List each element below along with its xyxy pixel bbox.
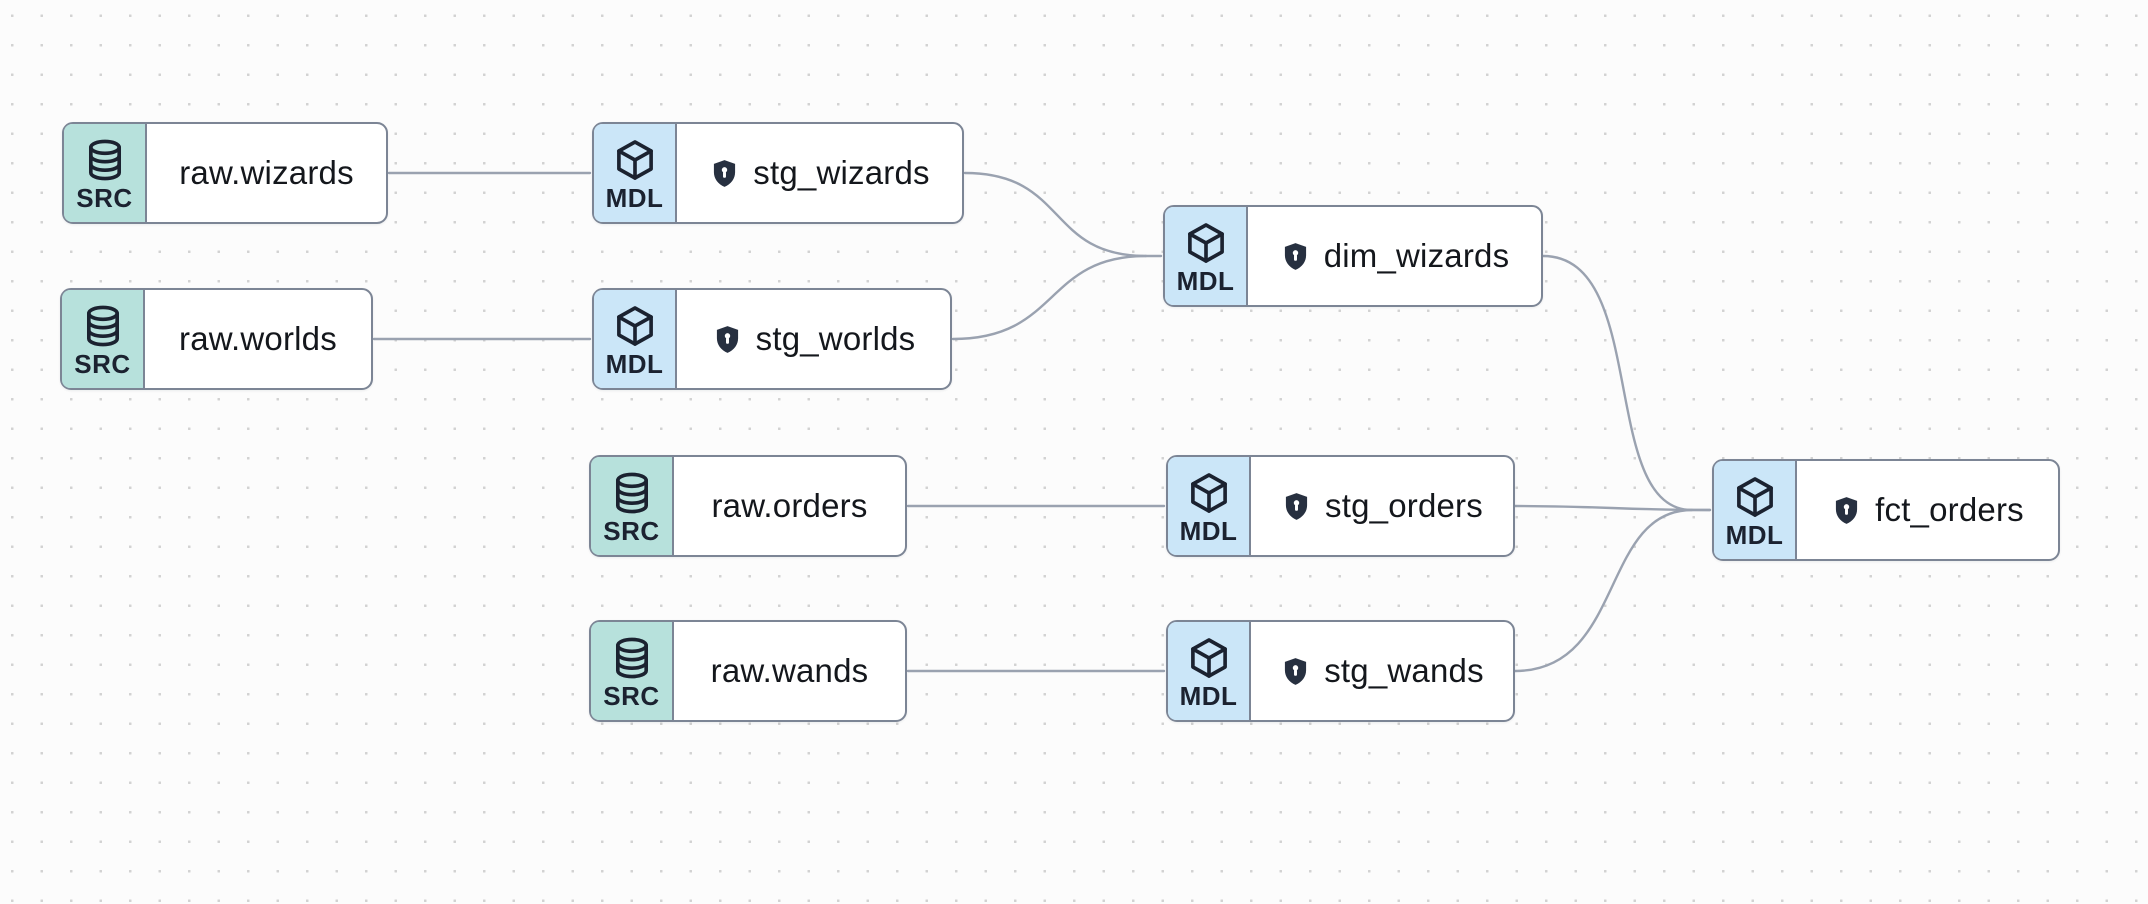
lineage-node-stg-wizards[interactable]: MDL stg_wizards (592, 122, 964, 224)
lineage-node-raw-wizards[interactable]: SRC raw.wizards (62, 122, 388, 224)
cube-icon (1190, 638, 1227, 679)
shield-lock-icon (1285, 657, 1307, 685)
cube-icon (1190, 473, 1227, 514)
shield-lock-icon (1284, 242, 1306, 270)
node-body: raw.wands (674, 622, 905, 720)
node-type-label: MDL (1176, 266, 1235, 297)
node-type-label: SRC (603, 516, 660, 547)
shield-lock-icon (1836, 496, 1858, 524)
cube-icon (616, 306, 653, 347)
model-type-badge: MDL (594, 290, 677, 388)
node-type-label: MDL (1179, 516, 1238, 547)
lineage-node-fct-orders[interactable]: MDL fct_orders (1712, 459, 2060, 561)
node-type-label: SRC (603, 681, 660, 712)
node-label: dim_wizards (1323, 237, 1510, 274)
edge-dim_wizards-fct_orders (1541, 254, 1712, 512)
source-type-badge: SRC (62, 290, 145, 388)
cube-icon (1736, 477, 1773, 518)
node-body: stg_orders (1251, 457, 1513, 555)
model-type-badge: MDL (1168, 457, 1251, 555)
model-type-badge: MDL (1714, 461, 1797, 559)
lineage-node-raw-wands[interactable]: SRC raw.wands (589, 620, 907, 722)
node-label: raw.wands (710, 652, 869, 689)
node-label: stg_orders (1325, 487, 1483, 524)
source-type-badge: SRC (591, 622, 674, 720)
lineage-node-raw-orders[interactable]: SRC raw.orders (589, 455, 907, 557)
node-label: stg_wands (1324, 652, 1484, 689)
model-type-badge: MDL (1168, 622, 1251, 720)
node-type-label: MDL (605, 349, 664, 380)
shield-lock-icon (716, 325, 738, 353)
database-icon (615, 637, 648, 679)
shield-lock-icon (714, 159, 736, 187)
node-label: stg_wizards (753, 154, 930, 191)
database-icon (86, 305, 119, 347)
node-label: raw.worlds (179, 320, 337, 357)
node-body: raw.orders (674, 457, 905, 555)
lineage-node-stg-worlds[interactable]: MDL stg_worlds (592, 288, 952, 390)
node-body: stg_worlds (677, 290, 950, 388)
node-type-label: SRC (74, 349, 131, 380)
lineage-node-stg-orders[interactable]: MDL stg_orders (1166, 455, 1515, 557)
edge-stg_wands-fct_orders (1513, 508, 1694, 673)
model-type-badge: MDL (1165, 207, 1248, 305)
lineage-node-dim-wizards[interactable]: MDL dim_wizards (1163, 205, 1543, 307)
node-label: stg_worlds (755, 320, 916, 357)
cube-icon (1187, 223, 1224, 264)
node-body: stg_wizards (677, 124, 962, 222)
cube-icon (616, 140, 653, 181)
edge-stg_wizards-dim_wizards (963, 171, 1163, 258)
node-body: raw.wizards (147, 124, 386, 222)
node-body: dim_wizards (1248, 207, 1541, 305)
lineage-node-stg-wands[interactable]: MDL stg_wands (1166, 620, 1515, 722)
model-type-badge: MDL (594, 124, 677, 222)
node-label: raw.wizards (179, 154, 354, 191)
node-type-label: MDL (1179, 681, 1238, 712)
source-type-badge: SRC (64, 124, 147, 222)
edge-stg_worlds-dim_wizards (951, 254, 1148, 341)
node-type-label: SRC (76, 183, 133, 214)
node-body: stg_wands (1251, 622, 1513, 720)
node-type-label: MDL (1725, 520, 1784, 551)
node-label: fct_orders (1875, 491, 2024, 528)
node-label: raw.orders (711, 487, 868, 524)
node-type-label: MDL (605, 183, 664, 214)
node-body: raw.worlds (145, 290, 371, 388)
node-body: fct_orders (1797, 461, 2058, 559)
lineage-node-raw-worlds[interactable]: SRC raw.worlds (60, 288, 373, 390)
source-type-badge: SRC (591, 457, 674, 555)
database-icon (88, 139, 121, 181)
shield-lock-icon (1285, 492, 1308, 520)
database-icon (615, 472, 648, 514)
